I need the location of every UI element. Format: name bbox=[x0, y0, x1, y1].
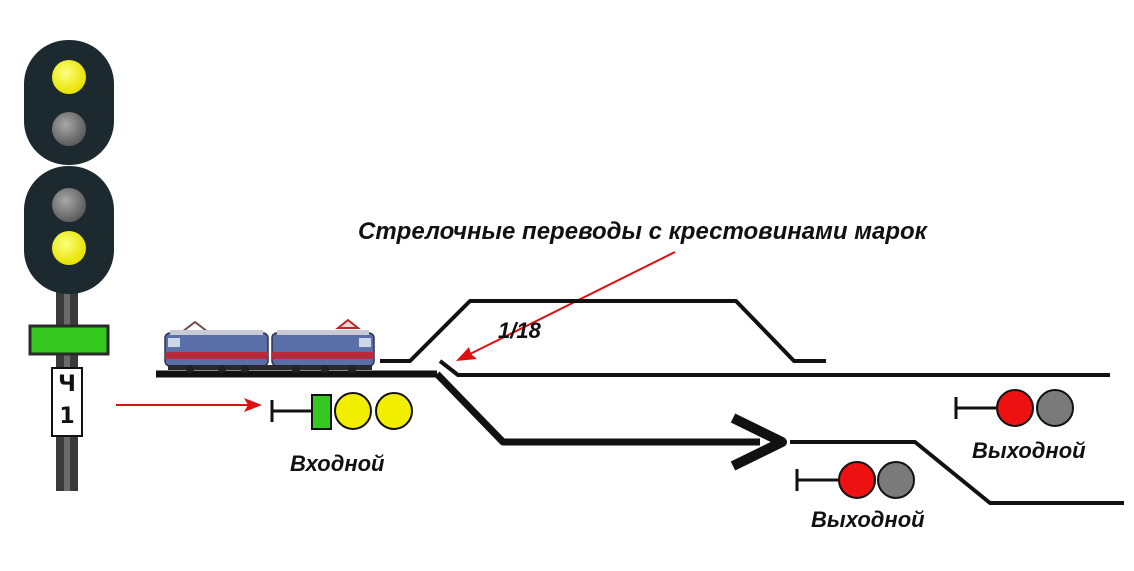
diverging-route bbox=[434, 371, 760, 446]
lamp-off-2 bbox=[52, 112, 86, 146]
loco-red-stripe-right bbox=[272, 352, 374, 359]
exit-signal-label-lower: Выходной bbox=[811, 507, 925, 532]
loco-wheel bbox=[186, 365, 194, 373]
loco-wheel bbox=[321, 365, 329, 373]
loco-roof-right bbox=[277, 330, 369, 335]
signal-number-plate bbox=[51, 367, 83, 437]
exit-signal-label-upper: Выходной bbox=[972, 438, 1086, 463]
lamp-off-3 bbox=[52, 188, 86, 222]
loco-window-2 bbox=[359, 338, 371, 347]
signal-plate-letter: Ч bbox=[58, 372, 76, 397]
signal-head-lower bbox=[24, 166, 114, 294]
frog-ratio-label: 1/18 bbox=[498, 318, 541, 343]
red-pointer-arrow-entry bbox=[116, 398, 262, 412]
loco-wheel bbox=[348, 365, 356, 373]
lamp-yellow-bottom bbox=[52, 231, 86, 265]
lamp-yellow-top bbox=[52, 60, 86, 94]
electric-locomotive bbox=[164, 318, 375, 373]
signal-head-upper bbox=[24, 40, 114, 165]
loco-red-stripe-left bbox=[165, 352, 268, 359]
entry-lamp-green bbox=[311, 394, 332, 430]
exit-2-lamp-off bbox=[877, 461, 915, 499]
entry-signal-symbol bbox=[270, 392, 413, 430]
exit-2-lamp-red bbox=[838, 461, 876, 499]
switch-heading-label: Стрелочные переводы с крестовинами марок bbox=[358, 218, 927, 245]
entry-signal-label: Входной bbox=[290, 451, 385, 476]
loco-body-left bbox=[164, 332, 269, 367]
exit-signal-symbol-2 bbox=[795, 461, 915, 499]
loco-wheel bbox=[241, 365, 249, 373]
route-arrowhead bbox=[730, 413, 787, 471]
entry-lamp-yellow-2 bbox=[375, 392, 413, 430]
pantograph-right bbox=[335, 318, 361, 329]
red-pointer-arrow-switch bbox=[456, 251, 676, 361]
loco-underframe bbox=[168, 365, 372, 370]
loco-roof-left bbox=[170, 330, 263, 335]
exit-signal-symbol-1 bbox=[954, 389, 1074, 427]
lower-track bbox=[790, 440, 1124, 505]
exit-1-lamp-off bbox=[1036, 389, 1074, 427]
signal-plate-number: 1 bbox=[59, 404, 75, 429]
pantograph-left bbox=[181, 320, 209, 333]
main-track-through bbox=[438, 359, 1110, 377]
mast-signal bbox=[24, 40, 114, 491]
loco-wheel bbox=[218, 365, 226, 373]
green-indicator-strip bbox=[28, 324, 110, 356]
loco-window-1 bbox=[168, 338, 180, 347]
track-layout bbox=[156, 299, 1124, 505]
loco-wheel bbox=[292, 365, 300, 373]
exit-1-lamp-red bbox=[996, 389, 1034, 427]
loco-body-right bbox=[271, 332, 375, 367]
entry-lamp-yellow-1 bbox=[334, 392, 372, 430]
siding-upper bbox=[380, 299, 826, 363]
